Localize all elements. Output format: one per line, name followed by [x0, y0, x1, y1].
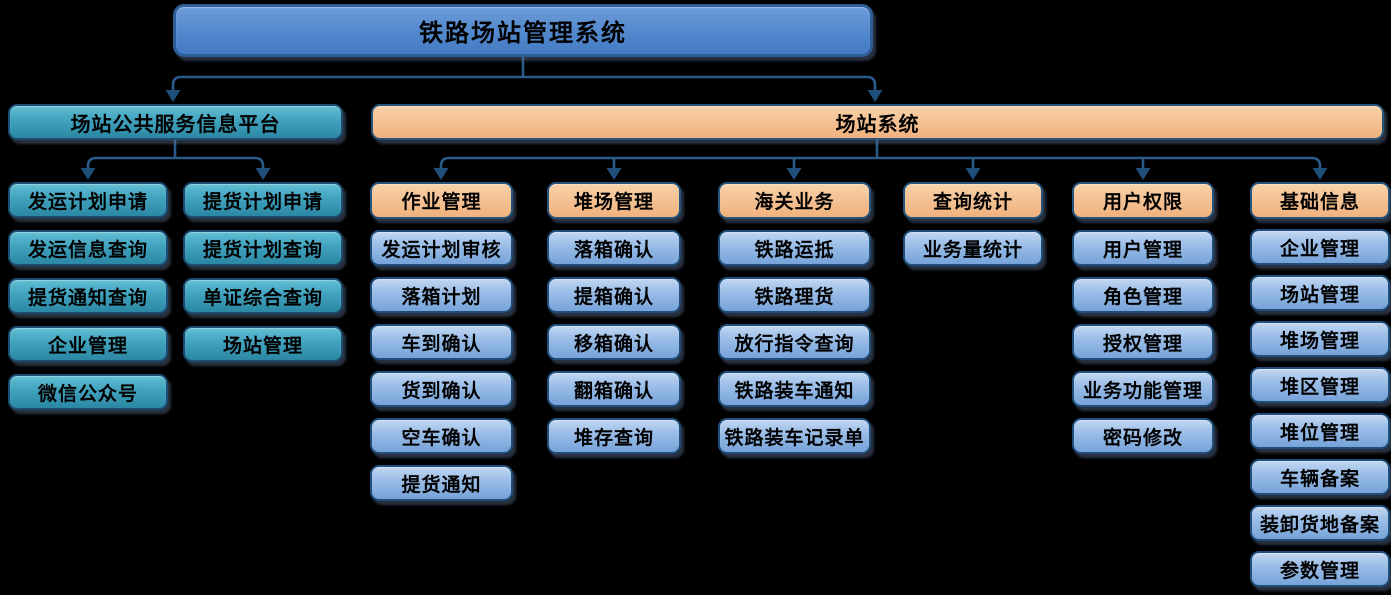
system-column-user-rights: 用户权限 用户管理 角色管理 授权管理 业务功能管理 密码修改 — [1072, 182, 1214, 454]
section-header-system: 场站系统 — [371, 104, 1384, 140]
tree-node: 场站管理 — [1250, 275, 1390, 311]
tree-node: 堆位管理 — [1250, 413, 1390, 449]
tree-node: 落箱计划 — [370, 277, 513, 313]
column-header: 用户权限 — [1072, 182, 1214, 219]
platform-column-1: 发运计划申请 发运信息查询 提货通知查询 企业管理 微信公众号 — [8, 182, 168, 410]
system-column-yard: 堆场管理 落箱确认 提箱确认 移箱确认 翻箱确认 堆存查询 — [547, 182, 681, 454]
tree-node: 业务功能管理 — [1072, 371, 1214, 407]
tree-node: 放行指令查询 — [718, 324, 871, 360]
tree-node: 车到确认 — [370, 324, 513, 360]
tree-node: 用户管理 — [1072, 230, 1214, 266]
tree-node: 堆区管理 — [1250, 367, 1390, 403]
tree-node: 堆场管理 — [1250, 321, 1390, 357]
root-node: 铁路场站管理系统 — [173, 4, 873, 57]
tree-node: 堆存查询 — [547, 418, 681, 454]
column-header: 作业管理 — [370, 182, 513, 219]
tree-node: 提货通知查询 — [8, 278, 168, 314]
tree-node: 发运计划审核 — [370, 230, 513, 266]
tree-node: 微信公众号 — [8, 374, 168, 410]
connector-root-rail — [171, 75, 877, 98]
tree-node: 场站管理 — [183, 326, 343, 362]
platform-column-2: 提货计划申请 提货计划查询 单证综合查询 场站管理 — [183, 182, 343, 362]
column-header: 基础信息 — [1250, 182, 1390, 219]
tree-node: 车辆备案 — [1250, 459, 1390, 495]
system-column-basic-info: 基础信息 企业管理 场站管理 堆场管理 堆区管理 堆位管理 车辆备案 装卸货地备… — [1250, 182, 1390, 587]
tree-node: 铁路运抵 — [718, 230, 871, 266]
section-header-platform: 场站公共服务信息平台 — [8, 104, 343, 140]
tree-node: 货到确认 — [370, 371, 513, 407]
system-column-customs: 海关业务 铁路运抵 铁路理货 放行指令查询 铁路装车通知 铁路装车记录单 — [718, 182, 871, 454]
tree-node: 铁路装车通知 — [718, 371, 871, 407]
tree-node: 发运信息查询 — [8, 230, 168, 266]
tree-node: 移箱确认 — [547, 324, 681, 360]
tree-node: 企业管理 — [8, 326, 168, 362]
tree-node: 业务量统计 — [903, 230, 1043, 266]
tree-node: 参数管理 — [1250, 551, 1390, 587]
tree-node: 企业管理 — [1250, 229, 1390, 265]
connector-platform-rail — [86, 156, 265, 177]
tree-node: 装卸货地备案 — [1250, 505, 1390, 541]
system-column-operations: 作业管理 发运计划审核 落箱计划 车到确认 货到确认 空车确认 提货通知 — [370, 182, 513, 501]
tree-node: 提箱确认 — [547, 277, 681, 313]
tree-node: 提货通知 — [370, 465, 513, 501]
column-header: 堆场管理 — [547, 182, 681, 219]
tree-node: 授权管理 — [1072, 324, 1214, 360]
tree-node: 提货计划查询 — [183, 230, 343, 266]
system-column-statistics: 查询统计 业务量统计 — [903, 182, 1043, 266]
tree-node: 角色管理 — [1072, 277, 1214, 313]
tree-node: 提货计划申请 — [183, 182, 343, 218]
connector-system-rail — [439, 156, 1322, 177]
column-header: 海关业务 — [718, 182, 871, 219]
tree-node: 发运计划申请 — [8, 182, 168, 218]
tree-node: 铁路理货 — [718, 277, 871, 313]
tree-node: 单证综合查询 — [183, 278, 343, 314]
tree-node: 落箱确认 — [547, 230, 681, 266]
tree-node: 翻箱确认 — [547, 371, 681, 407]
tree-node: 空车确认 — [370, 418, 513, 454]
column-header: 查询统计 — [903, 182, 1043, 219]
tree-node: 密码修改 — [1072, 418, 1214, 454]
tree-node: 铁路装车记录单 — [718, 418, 871, 454]
